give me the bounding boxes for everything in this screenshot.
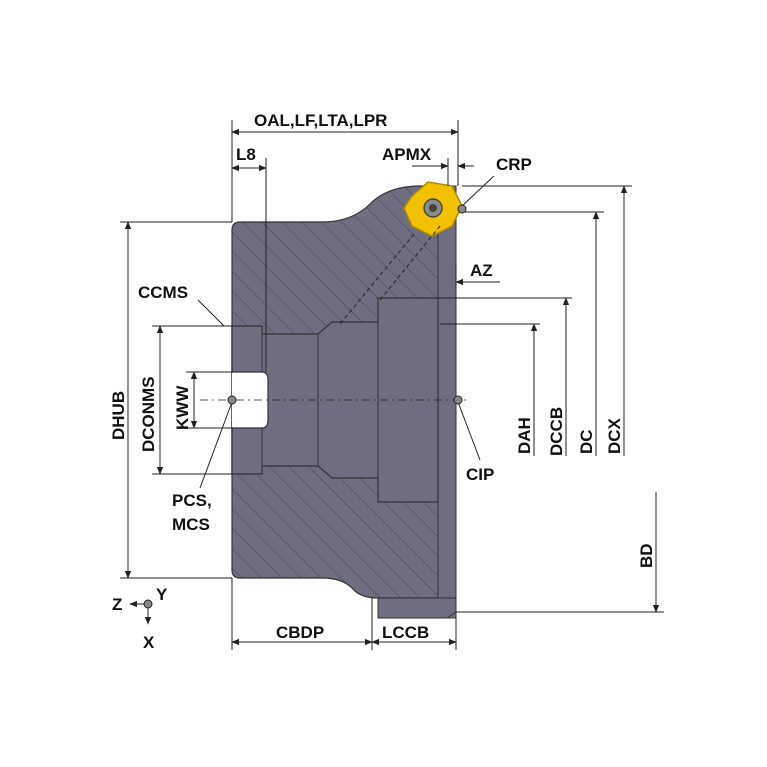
dimension-lines bbox=[120, 120, 664, 650]
label-axis-x: X bbox=[143, 633, 155, 652]
cutter-body bbox=[231, 185, 457, 619]
label-dcx: DCX bbox=[605, 417, 624, 454]
label-bd: BD bbox=[637, 543, 656, 568]
label-dhub: DHUB bbox=[109, 391, 128, 440]
label-l8: L8 bbox=[236, 145, 256, 164]
label-pcs: PCS, bbox=[172, 491, 212, 510]
label-dccb: DCCB bbox=[547, 407, 566, 456]
label-axis-y: Y bbox=[156, 585, 168, 604]
flange-bottom bbox=[377, 597, 457, 619]
cip-marker bbox=[453, 395, 463, 405]
label-axis-z: Z bbox=[112, 595, 122, 614]
label-dc: DC bbox=[577, 429, 596, 454]
label-oal: OAL,LF,LTA,LPR bbox=[254, 111, 387, 130]
bore bbox=[231, 297, 439, 503]
label-crp: CRP bbox=[496, 155, 532, 174]
label-dah: DAH bbox=[515, 417, 534, 454]
label-ccms: CCMS bbox=[138, 283, 188, 302]
axis-origin-marker bbox=[143, 599, 153, 609]
label-mcs: MCS bbox=[172, 515, 210, 534]
insert bbox=[403, 181, 463, 237]
label-az: AZ bbox=[470, 261, 493, 280]
pcs-marker bbox=[227, 395, 237, 405]
label-lccb: LCCB bbox=[382, 623, 429, 642]
label-dconms: DCONMS bbox=[139, 376, 158, 452]
label-kww: KWW bbox=[173, 385, 192, 430]
label-apmx: APMX bbox=[382, 145, 432, 164]
crp-marker bbox=[457, 204, 467, 214]
face-flange bbox=[437, 185, 457, 619]
label-cip: CIP bbox=[466, 465, 494, 484]
label-cbdp: CBDP bbox=[276, 623, 324, 642]
